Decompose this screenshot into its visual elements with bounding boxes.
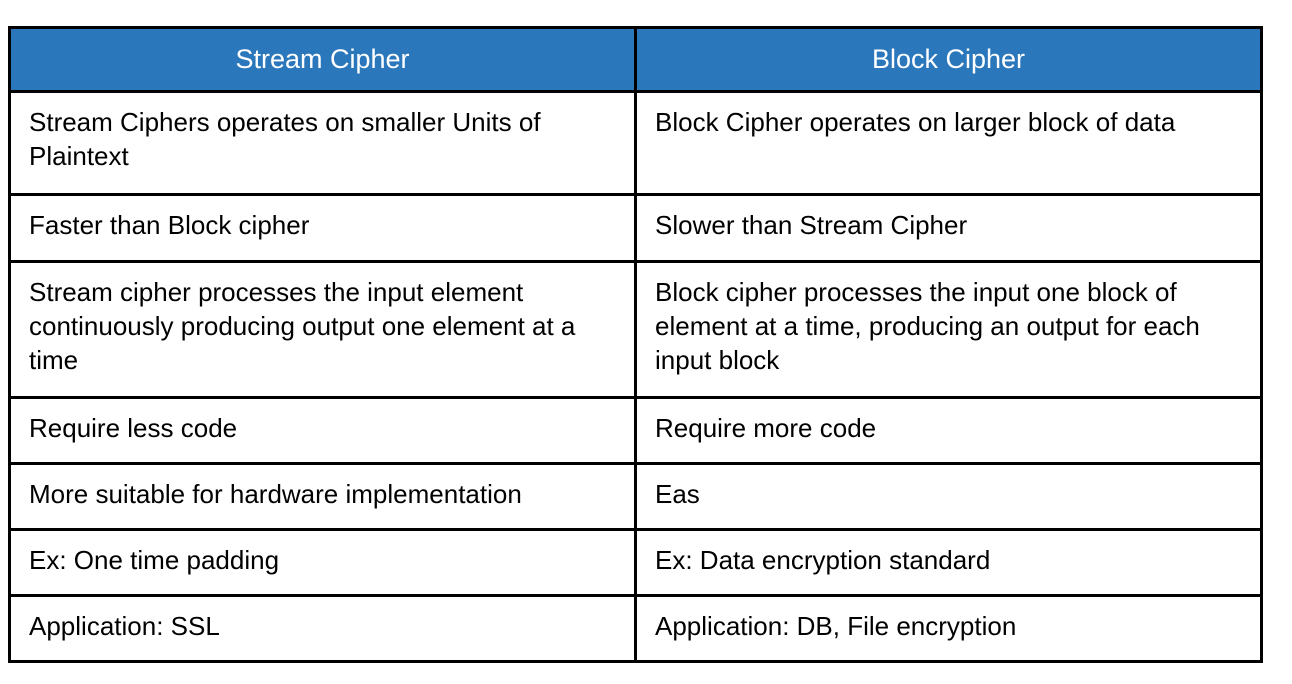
table-cell-block: Block cipher processes the input one blo… bbox=[634, 260, 1263, 399]
table-header-row: Stream Cipher Block Cipher bbox=[8, 26, 1263, 93]
table-cell-stream: Stream Ciphers operates on smaller Units… bbox=[8, 90, 637, 196]
cell-text: Faster than Block cipher bbox=[29, 210, 310, 240]
table-cell-block: Block Cipher operates on larger block of… bbox=[634, 90, 1263, 196]
column-header-stream-cipher: Stream Cipher bbox=[8, 26, 637, 93]
table-row: Application: SSL Application: DB, File e… bbox=[8, 594, 1263, 663]
table-cell-stream: Faster than Block cipher bbox=[8, 193, 637, 263]
table-row: More suitable for hardware implementatio… bbox=[8, 462, 1263, 531]
cell-text: Block Cipher operates on larger block of… bbox=[655, 107, 1176, 137]
cell-text: Stream Ciphers operates on smaller Units… bbox=[29, 107, 541, 171]
table-row: Stream cipher processes the input elemen… bbox=[8, 260, 1263, 399]
table-cell-stream: More suitable for hardware implementatio… bbox=[8, 462, 637, 531]
cell-text: Ex: Data encryption standard bbox=[655, 545, 991, 575]
cell-text: Block cipher processes the input one blo… bbox=[655, 277, 1200, 375]
table-row: Faster than Block cipher Slower than Str… bbox=[8, 193, 1263, 263]
cell-text: Application: SSL bbox=[29, 611, 220, 641]
table-cell-stream: Application: SSL bbox=[8, 594, 637, 663]
table-row: Ex: One time padding Ex: Data encryption… bbox=[8, 528, 1263, 597]
table-body: Stream Ciphers operates on smaller Units… bbox=[8, 90, 1263, 663]
table-cell-block: Slower than Stream Cipher bbox=[634, 193, 1263, 263]
table-row: Require less code Require more code bbox=[8, 396, 1263, 465]
table-cell-stream: Require less code bbox=[8, 396, 637, 465]
table-cell-block: Require more code bbox=[634, 396, 1263, 465]
cell-text: Application: DB, File encryption bbox=[655, 611, 1017, 641]
cell-text: Stream cipher processes the input elemen… bbox=[29, 277, 576, 375]
table-cell-block: Application: DB, File encryption bbox=[634, 594, 1263, 663]
table-row: Stream Ciphers operates on smaller Units… bbox=[8, 90, 1263, 196]
table-cell-stream: Stream cipher processes the input elemen… bbox=[8, 260, 637, 399]
cell-text: More suitable for hardware implementatio… bbox=[29, 479, 522, 509]
cell-text: Slower than Stream Cipher bbox=[655, 210, 968, 240]
table-cell-block: Ex: Data encryption standard bbox=[634, 528, 1263, 597]
cipher-comparison-table: Stream Cipher Block Cipher Stream Cipher… bbox=[8, 26, 1263, 663]
cell-text: Require more code bbox=[655, 413, 877, 443]
column-header-stream-cipher-label: Stream Cipher bbox=[235, 44, 410, 74]
column-header-block-cipher: Block Cipher bbox=[634, 26, 1263, 93]
table-header: Stream Cipher Block Cipher bbox=[8, 26, 1263, 93]
table-cell-block: Eas bbox=[634, 462, 1263, 531]
table-cell-stream: Ex: One time padding bbox=[8, 528, 637, 597]
cell-text: Ex: One time padding bbox=[29, 545, 280, 575]
cell-text: Eas bbox=[655, 479, 700, 509]
cell-text: Require less code bbox=[29, 413, 238, 443]
column-header-block-cipher-label: Block Cipher bbox=[871, 44, 1026, 74]
